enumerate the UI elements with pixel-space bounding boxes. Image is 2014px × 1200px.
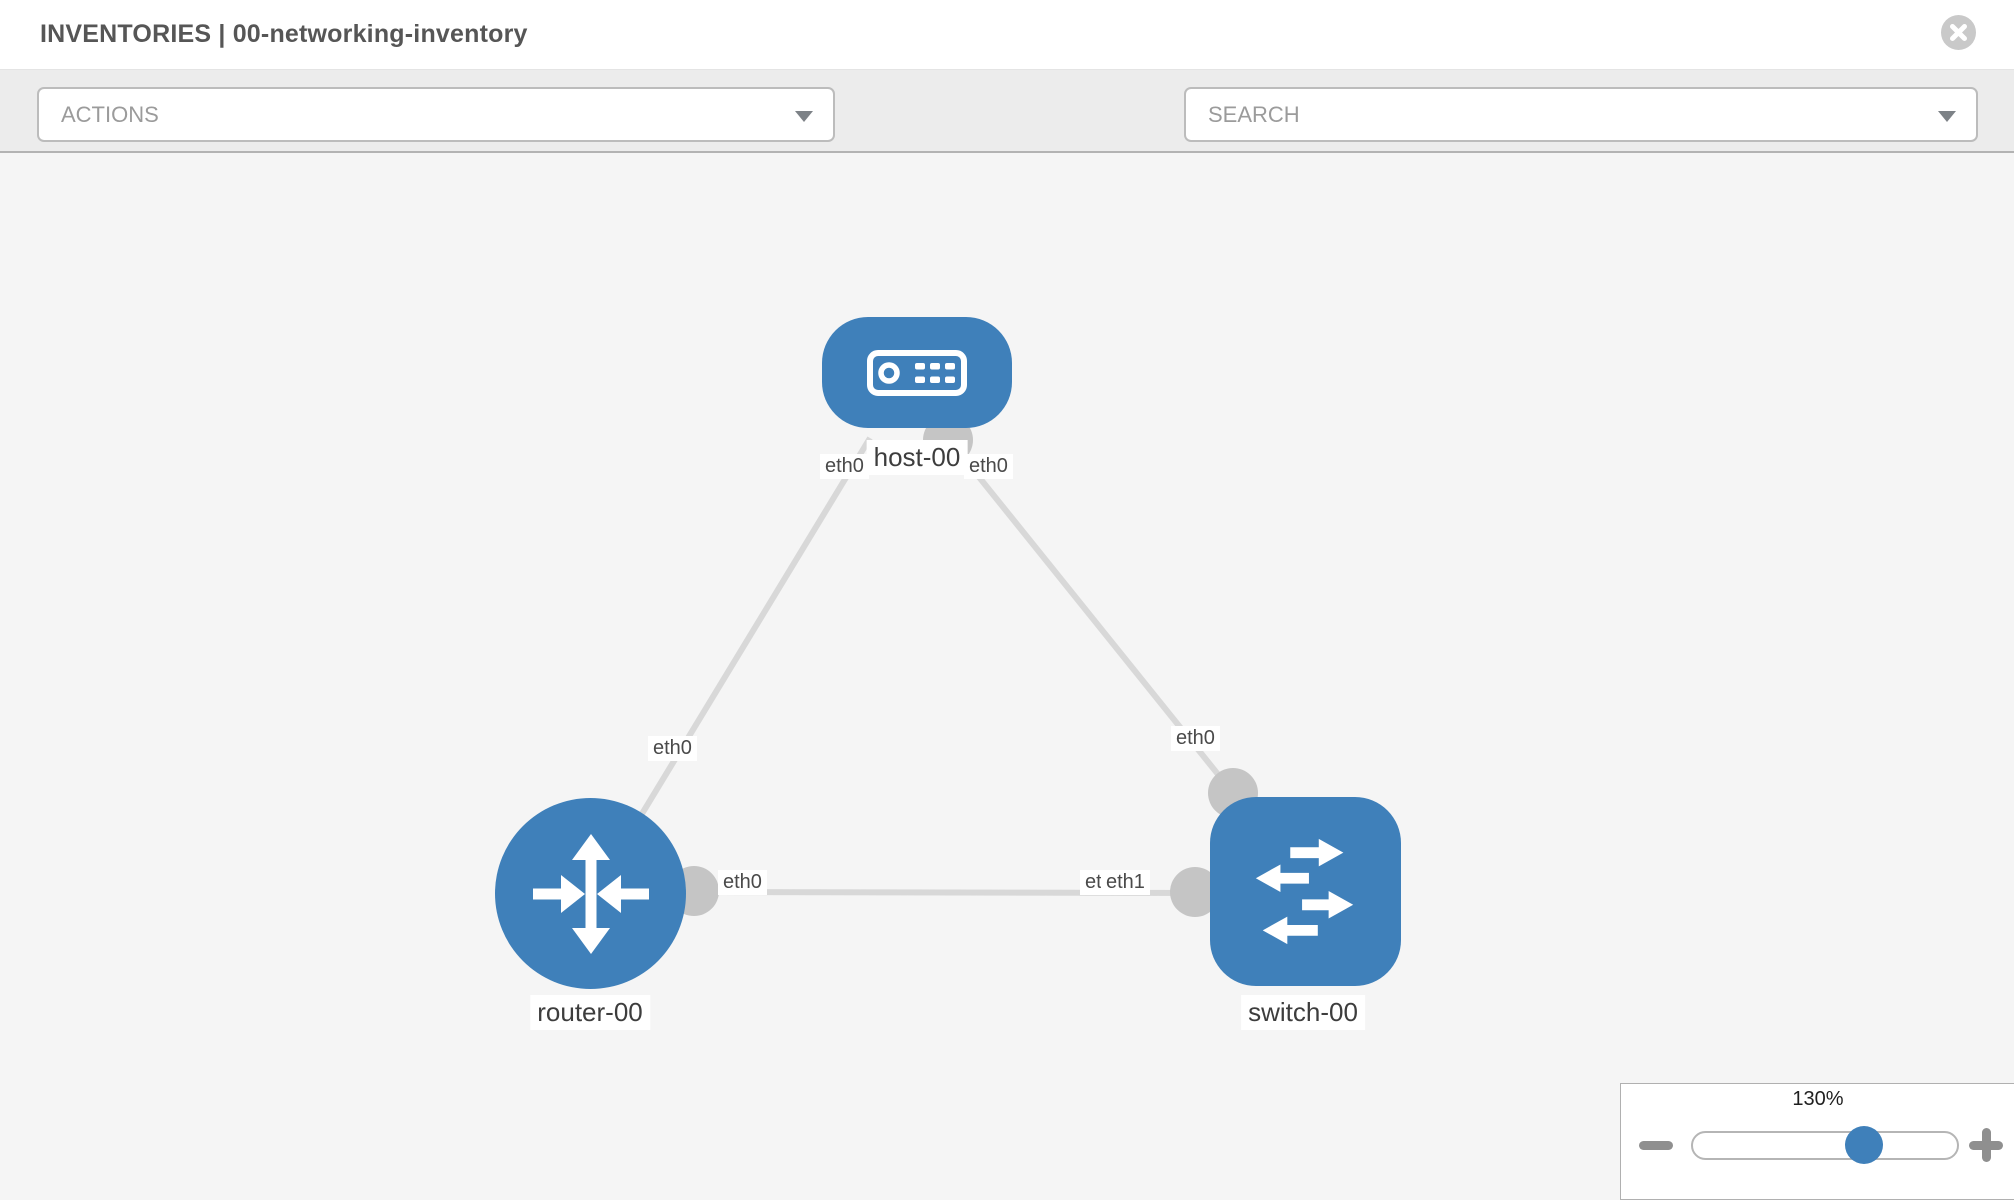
- node-label-host-00: host-00: [866, 440, 968, 475]
- node-host-00[interactable]: [822, 317, 1012, 428]
- chevron-down-icon: [1938, 111, 1956, 122]
- edge-label-eth0-switch-uplink: eth0: [1171, 726, 1220, 751]
- host-icon: [867, 349, 967, 396]
- zoom-out-button[interactable]: [1639, 1141, 1673, 1150]
- zoom-control-panel: 130%: [1620, 1083, 2014, 1200]
- toolbar: ACTIONS SEARCH: [0, 70, 2014, 203]
- edge-label-eth0-host-left: eth0: [820, 454, 869, 479]
- edge-label-eth1-switch-west: eth1: [1101, 870, 1150, 895]
- close-icon: [1941, 15, 1976, 50]
- node-label-router-00: router-00: [530, 995, 650, 1030]
- router-icon: [532, 833, 649, 954]
- search-dropdown-label: SEARCH: [1208, 101, 1300, 127]
- actions-dropdown-label: ACTIONS: [61, 101, 159, 127]
- zoom-level-value: 130%: [1792, 1088, 1844, 1110]
- node-switch-00[interactable]: [1210, 797, 1401, 986]
- zoom-slider-track[interactable]: [1691, 1131, 1959, 1160]
- plus-icon: [1982, 1128, 1991, 1162]
- header: INVENTORIES | 00-networking-inventory: [0, 0, 2014, 70]
- edge-label-eth0-router-uplink: eth0: [648, 736, 697, 761]
- page-title: INVENTORIES | 00-networking-inventory: [40, 20, 528, 48]
- edge-label-eth0-router-east: eth0: [718, 870, 767, 895]
- zoom-slider-thumb[interactable]: [1845, 1126, 1883, 1164]
- switch-icon: [1255, 838, 1353, 944]
- node-router-00[interactable]: [495, 798, 686, 989]
- topology-canvas[interactable]: eth0 eth0 eth0 eth0 eth0 etl eth1 host-0…: [0, 153, 2014, 1200]
- edge-label-eth0-host-right: eth0: [964, 454, 1013, 479]
- close-button[interactable]: [1941, 15, 1976, 50]
- search-dropdown[interactable]: SEARCH: [1184, 87, 1978, 142]
- actions-dropdown[interactable]: ACTIONS: [37, 87, 835, 142]
- links-layer: [597, 436, 1236, 896]
- node-label-switch-00: switch-00: [1241, 995, 1365, 1030]
- link-host-router: [597, 436, 873, 885]
- chevron-down-icon: [795, 111, 813, 122]
- zoom-in-button[interactable]: [1969, 1128, 2003, 1162]
